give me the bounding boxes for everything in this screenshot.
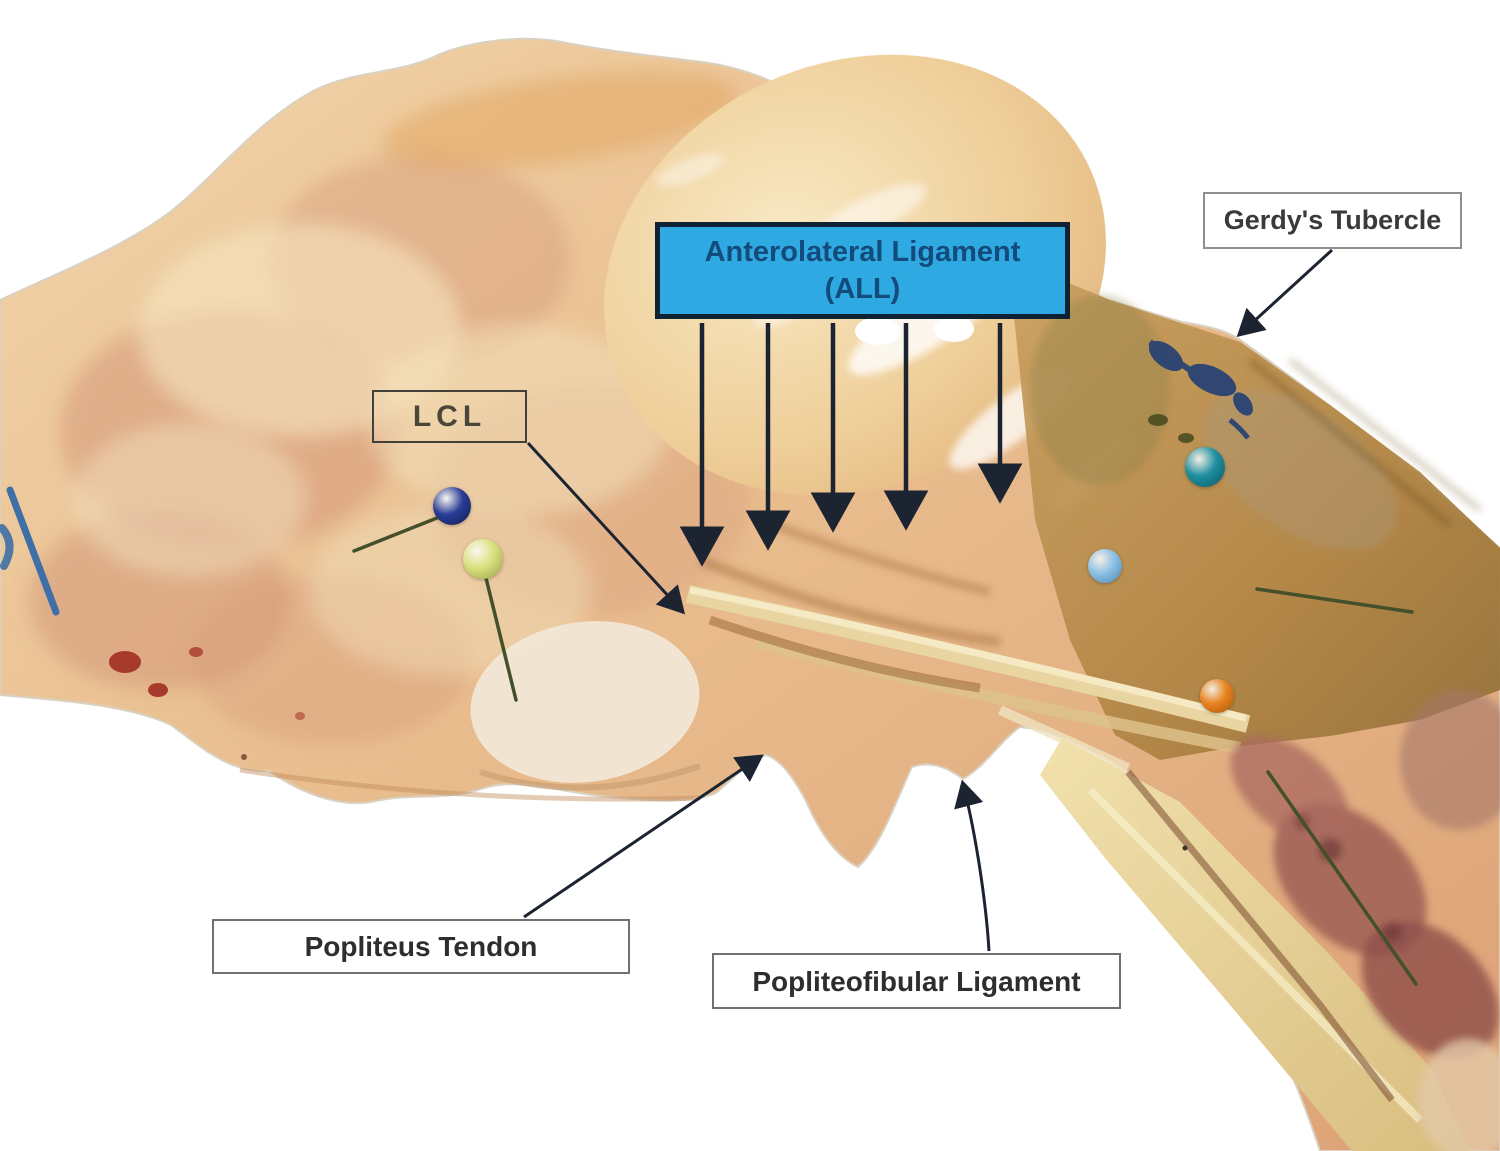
label-popliteofibular-ligament-text: Popliteofibular Ligament: [752, 965, 1081, 997]
yellow-green-pin: [463, 539, 503, 579]
label-anterolateral-ligament-line2: (ALL): [824, 272, 901, 305]
label-anterolateral-ligament: Anterolateral Ligament (ALL): [655, 222, 1070, 319]
pin-needles: [352, 510, 1418, 986]
label-gerdys-tubercle-text: Gerdy's Tubercle: [1223, 204, 1442, 235]
label-popliteus-tendon-text: Popliteus Tendon: [304, 931, 538, 962]
light-blue-pin: [1088, 549, 1122, 583]
lcl-arrow: [526, 441, 686, 615]
navy-pin: [433, 487, 471, 525]
label-popliteofibular-ligament: Popliteofibular Ligament: [712, 953, 1121, 1009]
left-edge-ink-mark: [0, 486, 60, 616]
popliteofibular-arrow: [954, 779, 991, 952]
label-lcl: LCL: [372, 390, 527, 443]
annotation-arrows: [523, 248, 1334, 952]
label-lcl-text: LCL: [412, 399, 487, 433]
label-anterolateral-ligament-line1: Anterolateral Ligament: [704, 236, 1021, 269]
tissue-spots: [109, 647, 305, 720]
orange-pin: [1200, 679, 1234, 713]
muscle-tissue: [1230, 690, 1500, 1151]
ligament-bands: [686, 585, 1251, 773]
popliteus-arrow: [523, 754, 764, 919]
teal-pin: [1185, 447, 1225, 487]
all-arrows: [679, 323, 1023, 567]
gerdys-ink-marks: [1148, 339, 1253, 443]
gerdys-arrow: [1236, 248, 1334, 338]
label-gerdys-tubercle: Gerdy's Tubercle: [1203, 192, 1462, 249]
label-popliteus-tendon: Popliteus Tendon: [212, 919, 630, 974]
